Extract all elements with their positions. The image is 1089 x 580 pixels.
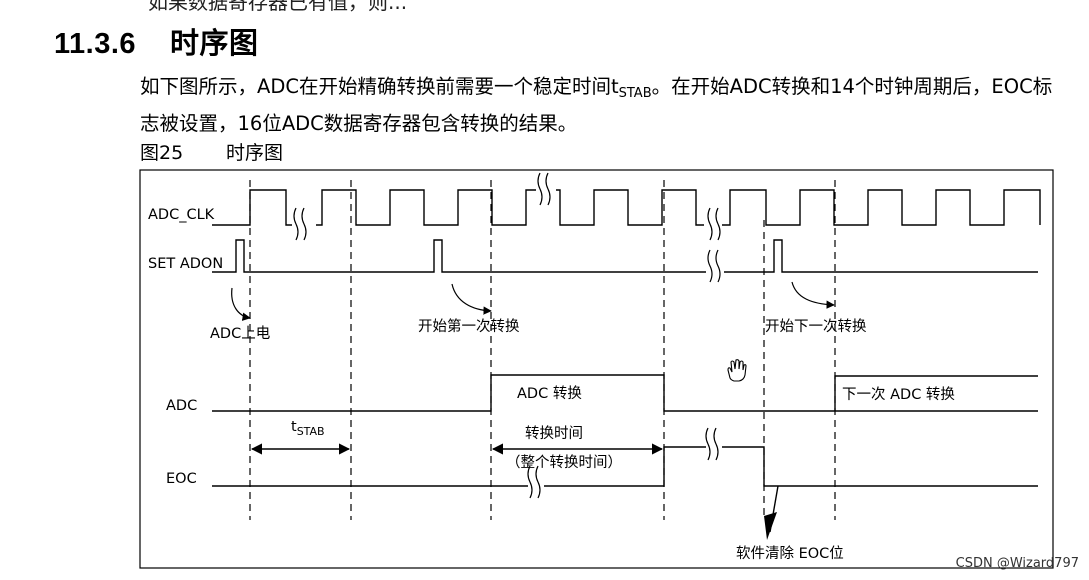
section-title: 时序图 xyxy=(170,28,259,60)
dashed-markers xyxy=(249,180,836,520)
annot-sw-clear-eoc: 软件清除 EOC位 xyxy=(736,545,844,562)
eoc-waveform xyxy=(212,446,1038,487)
label-set-adon: SET ADON xyxy=(148,256,223,272)
label-eoc: EOC xyxy=(166,471,197,487)
section-number: 11.3.6 xyxy=(54,28,137,60)
annot-adc-power-on: ADC上电 xyxy=(210,325,270,342)
watermark: CSDN @Wizard797 xyxy=(955,556,1079,571)
set-adon-waveform xyxy=(212,239,1038,273)
annot-start-first: 开始第一次转换 xyxy=(418,317,520,335)
annot-tstab: tSTAB xyxy=(291,419,325,438)
annot-start-next: 开始下一次转换 xyxy=(765,318,867,335)
clk-break-marks xyxy=(293,172,721,241)
figure-title: 时序图 xyxy=(226,142,284,164)
adc-clk-waveform xyxy=(212,189,1041,226)
start-first-arrow xyxy=(451,283,492,315)
section-heading: 11.3.6 时序图 xyxy=(54,20,259,62)
hand-cursor-icon xyxy=(727,359,747,382)
description-paragraph: 如下图所示，ADC在开始精确转换前需要一个稳定时间tSTAB。在开始ADC转换和… xyxy=(140,72,1070,139)
figure-caption: 图25 时序图 xyxy=(140,138,283,165)
eoc-clear-arrowhead xyxy=(764,512,777,540)
annot-adc-conversion: ADC 转换 xyxy=(517,385,582,402)
truncated-top-line: 如果数据寄存器已有值，则... xyxy=(148,0,408,14)
diagram-frame xyxy=(139,169,1054,569)
annot-next-adc-conversion: 下一次 ADC 转换 xyxy=(842,386,955,403)
figure-number: 图25 xyxy=(140,142,184,164)
label-adc-clk: ADC_CLK xyxy=(148,207,215,223)
paragraph-subscript: STAB xyxy=(618,86,652,101)
paragraph-text-tail: 。在开始ADC转换和14个时钟周期后，EOC标志被设置，16位ADC数据寄存器包… xyxy=(140,75,1053,135)
label-adc: ADC xyxy=(166,398,197,414)
start-next-arrow xyxy=(791,281,835,309)
annot-conv-time: 转换时间 xyxy=(525,425,583,442)
eoc-break-marks xyxy=(527,427,719,499)
paragraph-text: 如下图所示，ADC在开始精确转换前需要一个稳定时间t xyxy=(140,75,619,98)
adon-break-mark xyxy=(707,249,721,283)
annot-total-conv-time: （整个转换时间） xyxy=(506,454,622,471)
power-on-arrow xyxy=(231,287,251,321)
adc-waveform xyxy=(212,374,1038,412)
